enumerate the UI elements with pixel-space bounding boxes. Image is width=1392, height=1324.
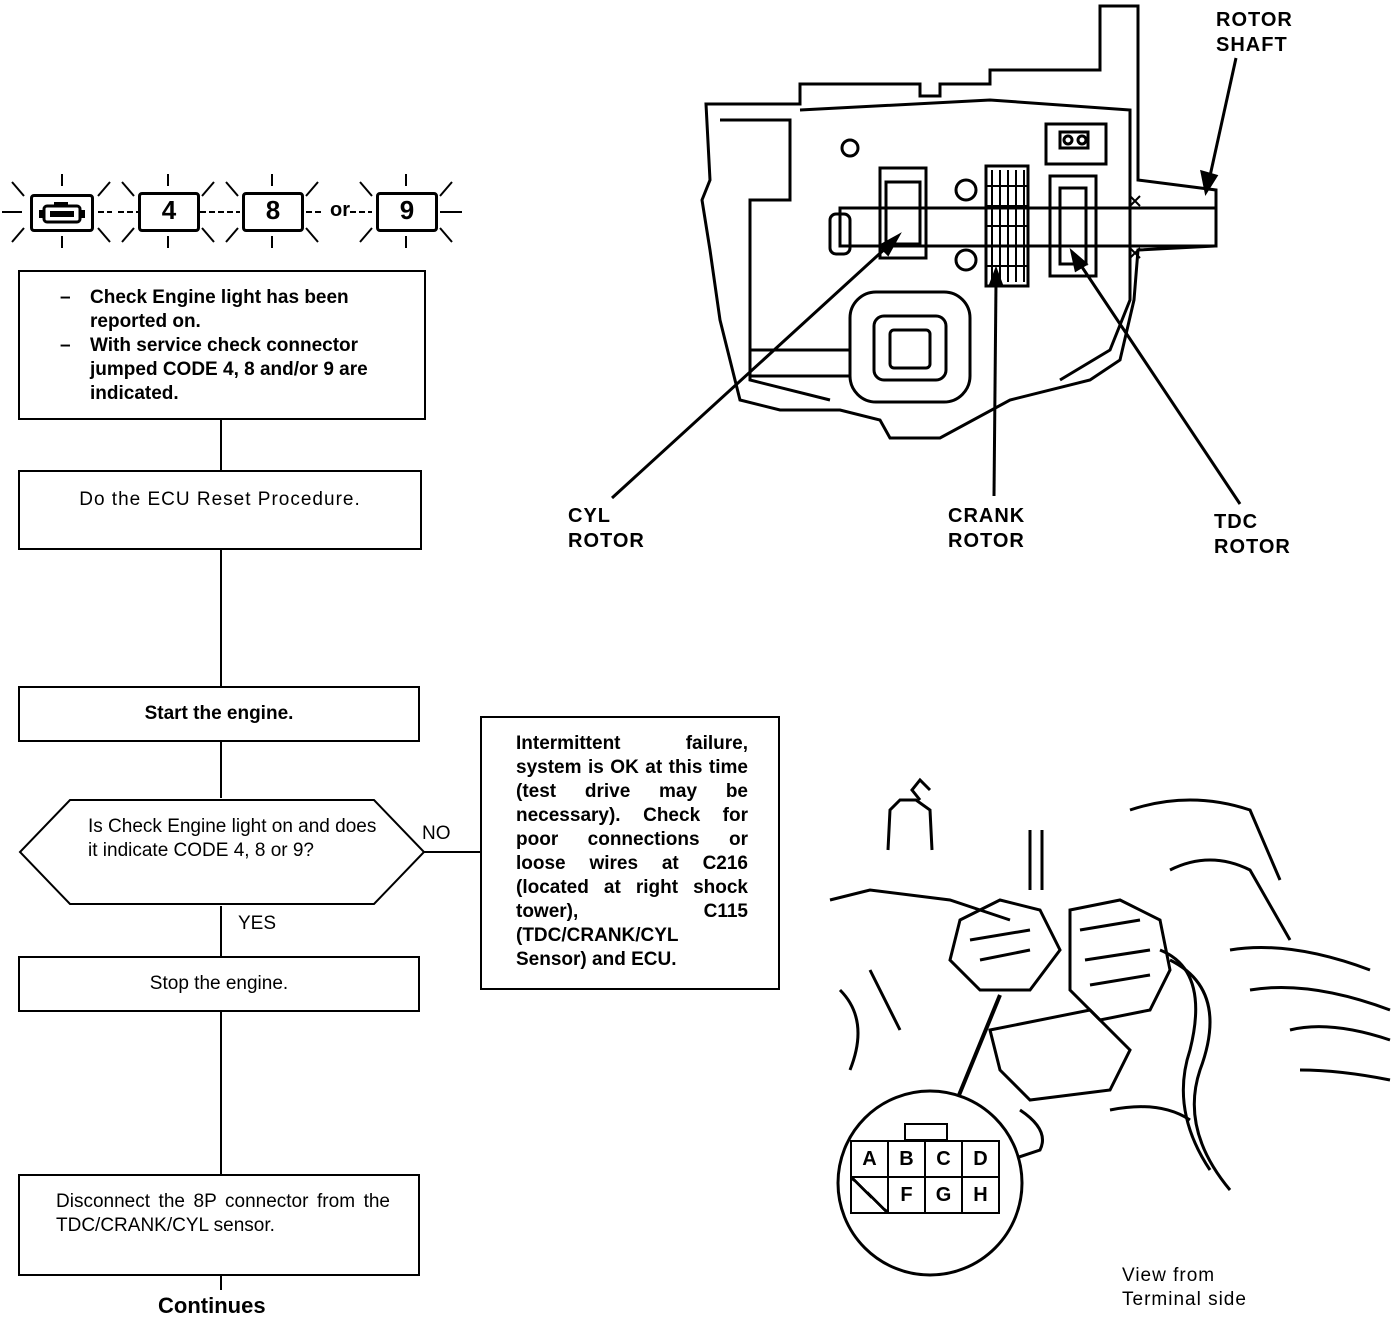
connector-2 bbox=[220, 550, 222, 686]
connector-3 bbox=[220, 742, 222, 798]
distributor-cutaway bbox=[700, 4, 1218, 440]
yes-label: YES bbox=[238, 913, 277, 934]
terminal-grid: A B C D F G H bbox=[850, 1140, 1000, 1214]
terminal-g: G bbox=[924, 1176, 963, 1214]
no-label: NO bbox=[422, 823, 451, 844]
terminal-c: C bbox=[924, 1140, 963, 1178]
connector-5 bbox=[220, 1012, 222, 1174]
step-start-text: Start the engine. bbox=[144, 703, 294, 724]
terminal-b: B bbox=[887, 1140, 926, 1178]
blink-rays bbox=[2, 174, 462, 248]
condition-box: – Check Engine light has been reported o… bbox=[18, 270, 426, 420]
terminal-h: H bbox=[961, 1176, 1000, 1214]
terminal-view-circle bbox=[836, 1089, 1024, 1277]
terminal-a: A bbox=[850, 1140, 889, 1178]
step-disconnect-box: Disconnect the 8P connector from the TDC… bbox=[18, 1174, 420, 1276]
check-engine-icon bbox=[39, 202, 85, 224]
code-8-box: 8 bbox=[242, 192, 304, 232]
step-reset-box: Do the ECU Reset Procedure. bbox=[18, 470, 422, 550]
view-caption: View from Terminal side bbox=[1122, 1265, 1247, 1310]
terminal-empty bbox=[850, 1176, 889, 1214]
continues-label: Continues bbox=[158, 1293, 266, 1318]
no-branch-line bbox=[424, 851, 482, 853]
code-9-box: 9 bbox=[376, 192, 438, 232]
connector-4 bbox=[220, 906, 222, 958]
check-engine-indicator bbox=[30, 194, 94, 232]
terminal-f: F bbox=[887, 1176, 926, 1214]
decision-hexagon bbox=[18, 799, 426, 905]
engine-bay-sketch bbox=[829, 777, 1391, 1191]
step-disconnect-text: Disconnect the 8P connector from the TDC… bbox=[56, 1191, 390, 1236]
decision-text: Is Check Engine light on and does it ind… bbox=[88, 816, 377, 861]
step-stop-text: Stop the engine. bbox=[149, 973, 289, 994]
or-label: or bbox=[330, 199, 350, 221]
step-start-box: Start the engine. bbox=[18, 686, 420, 742]
no-result-text: Intermittent failure, system is OK at th… bbox=[516, 733, 748, 970]
distributor-leader-lines bbox=[610, 57, 1242, 505]
condition-line-2: – With service check connector jumped CO… bbox=[60, 335, 368, 404]
step-reset-text: Do the ECU Reset Procedure. bbox=[79, 489, 361, 510]
code-4-box: 4 bbox=[138, 192, 200, 232]
connector-1 bbox=[220, 420, 222, 470]
step-stop-box: Stop the engine. bbox=[18, 956, 420, 1012]
no-result-box: Intermittent failure, system is OK at th… bbox=[480, 716, 780, 990]
terminal-row-top: A B C D bbox=[850, 1140, 1000, 1178]
connector-6 bbox=[220, 1276, 222, 1290]
terminal-d: D bbox=[961, 1140, 1000, 1178]
terminal-row-bottom: F G H bbox=[850, 1176, 1000, 1214]
condition-line-1: – Check Engine light has been reported o… bbox=[60, 287, 349, 332]
